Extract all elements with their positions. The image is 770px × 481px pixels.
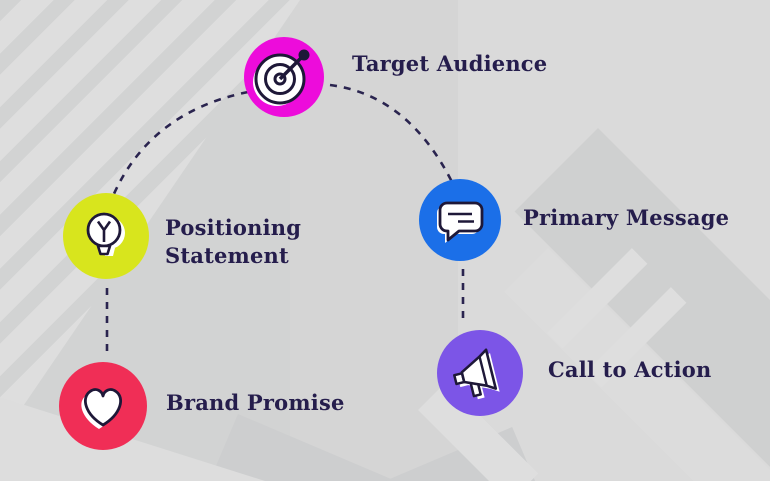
connector-target-to-positioning	[111, 90, 249, 197]
primary-message-badge	[419, 179, 501, 261]
brand-promise-badge	[59, 362, 147, 450]
brand-promise-label: Brand Promise	[166, 390, 345, 415]
speech-bubble-icon	[437, 201, 484, 243]
connector-target-to-primary	[329, 83, 454, 183]
lightbulb-icon	[86, 212, 125, 256]
megaphone-icon	[453, 348, 500, 400]
positioning-statement-badge	[63, 193, 149, 279]
call-to-action-label: Call to Action	[548, 357, 712, 382]
target-audience-badge	[244, 37, 324, 117]
heart-icon	[81, 388, 122, 429]
call-to-action-badge	[437, 330, 523, 416]
positioning-statement-label: Positioning Statement	[165, 215, 302, 268]
target-icon	[253, 49, 310, 106]
primary-message-label: Primary Message	[523, 205, 730, 230]
target-audience-label: Target Audience	[352, 51, 548, 76]
